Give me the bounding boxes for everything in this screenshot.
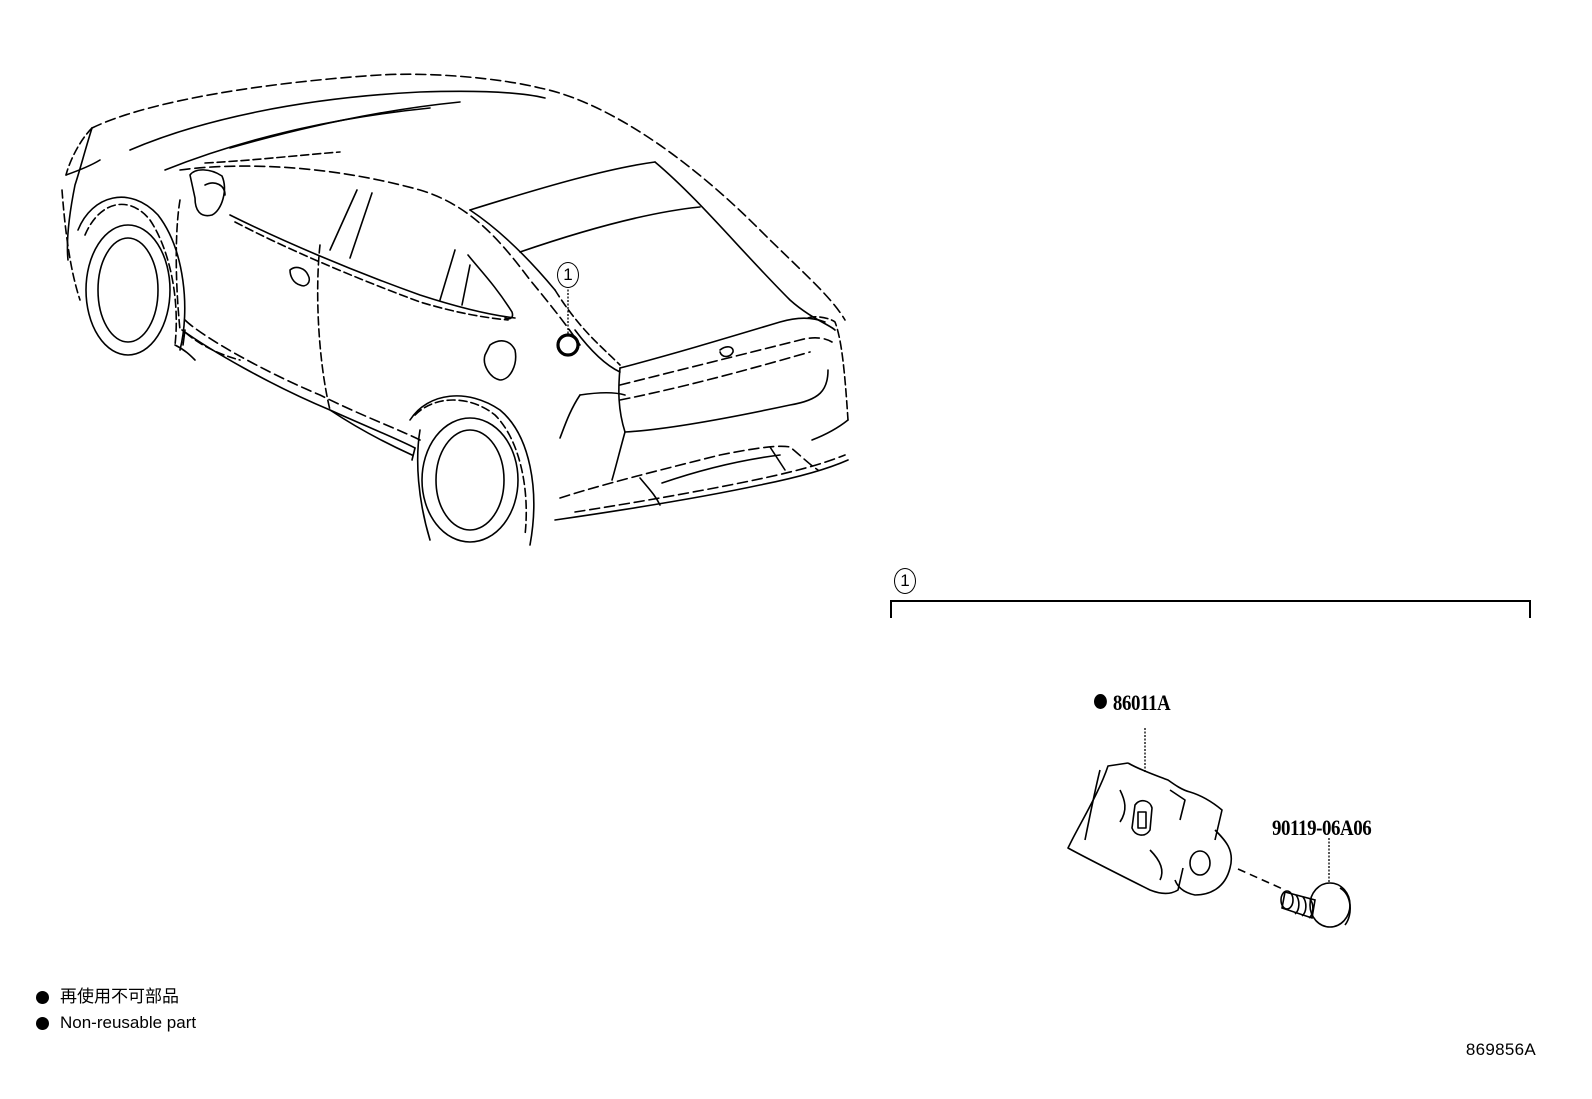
callout-number-detail: 1: [894, 568, 916, 594]
bullet-icon: [36, 1016, 49, 1030]
part-label-sensor[interactable]: 86011A: [1094, 690, 1171, 716]
legend: 再使用不可部品 Non-reusable part: [36, 984, 196, 1036]
sensor-location-marker: [556, 286, 580, 357]
part-label-bolt[interactable]: 90119-06A06: [1272, 815, 1372, 841]
legend-text-english: Non-reusable part: [60, 1013, 197, 1032]
bolt-part-illustration: [1280, 838, 1351, 928]
part-number-bolt: 90119-06A06: [1272, 815, 1372, 840]
bullet-icon: [36, 990, 49, 1004]
figure-id: 869856A: [1465, 1040, 1536, 1059]
sensor-part-illustration: [1067, 728, 1233, 896]
legend-item-japanese: 再使用不可部品: [36, 984, 196, 1010]
part-number-sensor: 86011A: [1112, 690, 1171, 715]
callout-number-car: 1: [557, 262, 579, 288]
non-reusable-marker-icon: [1094, 694, 1107, 709]
legend-item-english: Non-reusable part: [36, 1010, 196, 1036]
detail-group-bracket: [890, 600, 1531, 618]
legend-text-japanese: 再使用不可部品: [60, 987, 179, 1006]
